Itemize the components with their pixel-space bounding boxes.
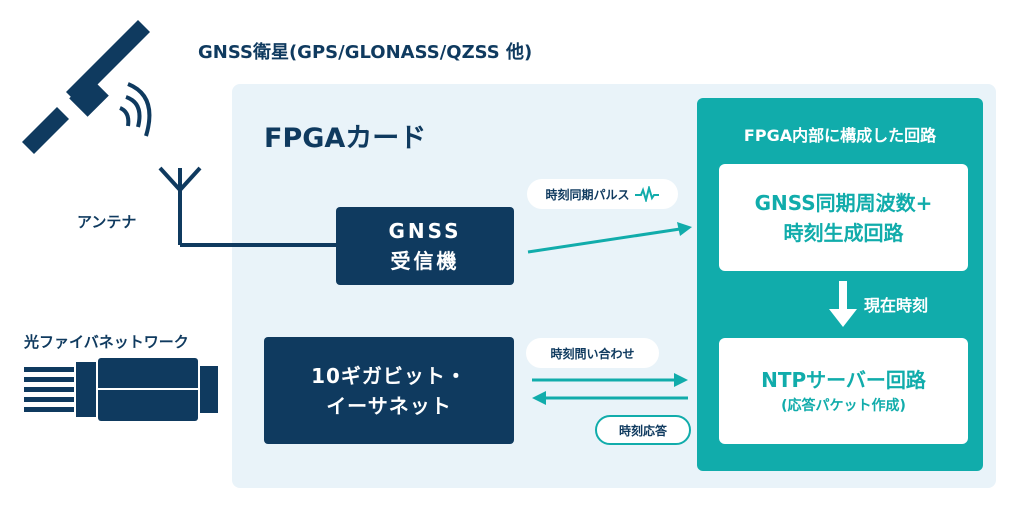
gnss-sync-circuit-box: GNSS同期周波数+ 時刻生成回路	[719, 164, 968, 271]
current-time-label: 現在時刻	[864, 296, 929, 315]
fpga-internal-title: FPGA内部に構成した回路	[743, 126, 937, 145]
fiber-network-label: 光ファイバネットワーク	[24, 333, 189, 351]
ntp-server-circuit-box: NTPサーバー回路 (応答パケット作成)	[719, 338, 968, 444]
gnss-receiver-box: GNSS 受信機	[336, 207, 514, 285]
pulse-signal-label: 時刻同期パルス	[545, 187, 630, 202]
query-signal-badge: 時刻問い合わせ	[526, 338, 659, 368]
gnss-sync-line1: GNSS同期周波数+	[754, 190, 933, 215]
satellite-label: GNSS衛星(GPS/GLONASS/QZSS 他)	[198, 42, 533, 63]
current-time-arrow	[829, 281, 857, 327]
ethernet-line1: 10ギガビット・	[311, 363, 467, 388]
ntp-server-line1: NTPサーバー回路	[761, 368, 926, 392]
satellite-icon	[22, 20, 152, 154]
ethernet-box: 10ギガビット・ イーサネット	[264, 337, 514, 444]
fiber-network-icon	[24, 358, 218, 421]
query-arrow	[532, 373, 688, 387]
gnss-sync-line2: 時刻生成回路	[783, 220, 904, 245]
antenna-icon	[158, 166, 336, 247]
fpga-card-title: FPGAカード	[264, 123, 427, 154]
response-signal-label: 時刻応答	[618, 423, 667, 438]
response-arrow	[532, 391, 688, 405]
gnss-receiver-line2: 受信機	[390, 249, 460, 273]
gnss-receiver-line1: GNSS	[388, 219, 462, 243]
ntp-server-line2: (応答パケット作成)	[781, 398, 906, 414]
pulse-signal-badge: 時刻同期パルス	[527, 179, 678, 209]
antenna-label: アンテナ	[77, 213, 137, 231]
ethernet-line2: イーサネット	[326, 393, 452, 418]
response-signal-badge: 時刻応答	[595, 415, 691, 445]
query-signal-label: 時刻問い合わせ	[550, 346, 635, 361]
pulse-wave-icon	[634, 186, 659, 202]
pulse-arrow	[527, 222, 692, 254]
